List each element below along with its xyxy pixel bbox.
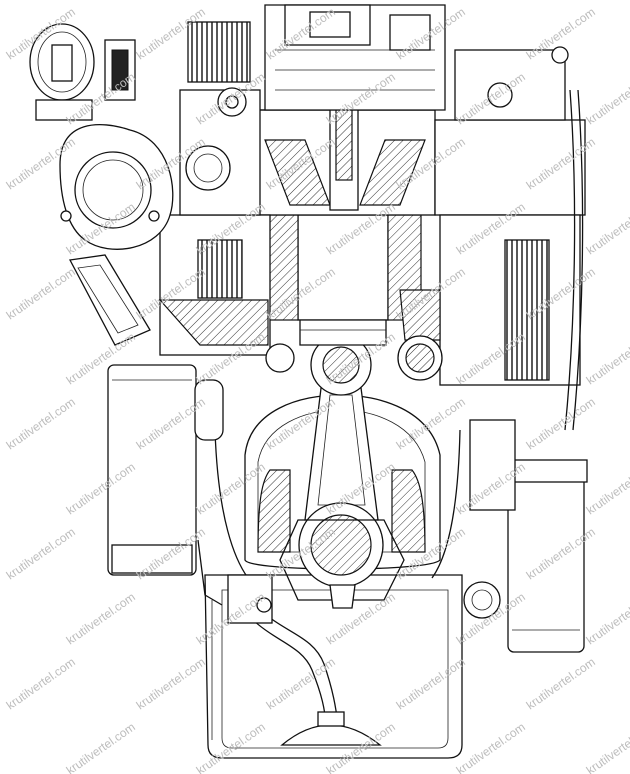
watermark-text: krutilvertel.com bbox=[454, 720, 528, 774]
watermark-text: krutilvertel.com bbox=[4, 525, 78, 583]
oil-filter-right bbox=[463, 419, 588, 653]
watermark-text: krutilvertel.com bbox=[584, 720, 630, 774]
alternator-fuel-pump bbox=[265, 46, 586, 431]
oil-pickup-tube bbox=[237, 597, 382, 746]
watermark-text: krutilvertel.com bbox=[134, 655, 208, 713]
intake-manifold bbox=[158, 21, 271, 356]
watermark-text: krutilvertel.com bbox=[4, 395, 78, 453]
dipstick-bracket bbox=[197, 539, 273, 624]
cylinder-head bbox=[254, 59, 436, 216]
watermark-text: krutilvertel.com bbox=[524, 655, 598, 713]
connecting-rod bbox=[279, 334, 405, 609]
valve-cover bbox=[264, 4, 446, 111]
watermark-text: krutilvertel.com bbox=[584, 460, 630, 518]
turbocharger bbox=[59, 124, 174, 346]
watermark-text: krutilvertel.com bbox=[64, 590, 138, 648]
watermark-text: krutilvertel.com bbox=[4, 655, 78, 713]
watermark-text: krutilvertel.com bbox=[584, 70, 630, 128]
watermark-text: krutilvertel.com bbox=[4, 265, 78, 323]
watermark-text: krutilvertel.com bbox=[584, 200, 630, 258]
throttle-body bbox=[29, 23, 136, 121]
watermark-text: krutilvertel.com bbox=[584, 330, 630, 388]
oil-filter-left bbox=[107, 364, 224, 576]
watermark-text: krutilvertel.com bbox=[524, 395, 598, 453]
watermark-text: krutilvertel.com bbox=[64, 720, 138, 774]
watermark-text: krutilvertel.com bbox=[584, 590, 630, 648]
